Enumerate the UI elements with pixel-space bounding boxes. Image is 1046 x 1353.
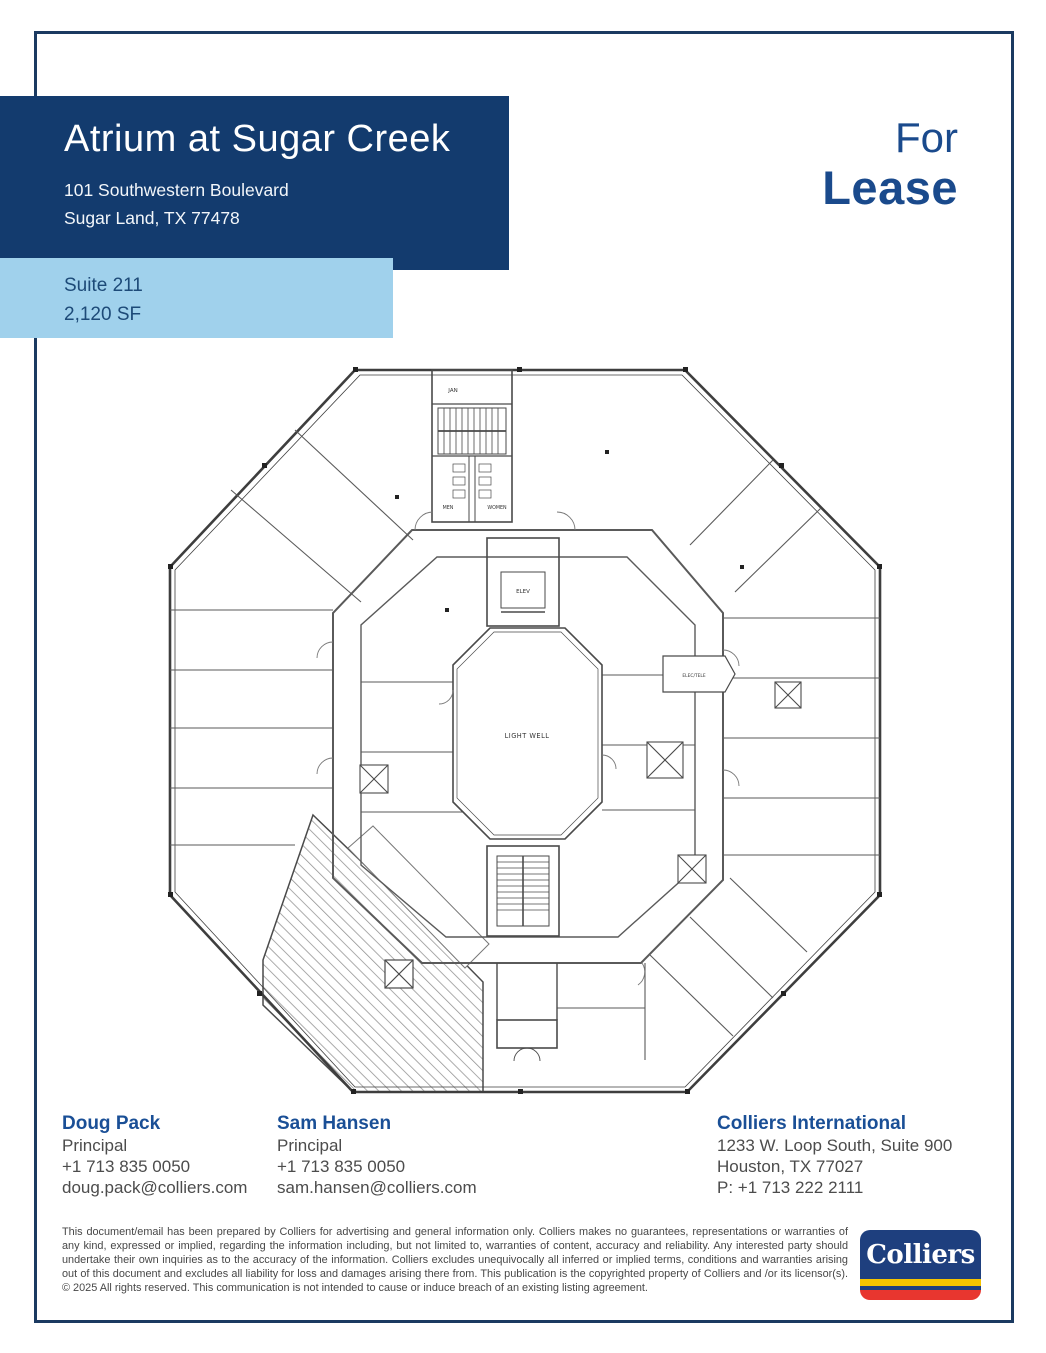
entry-vestibule [496, 963, 558, 1062]
shaft-boxes [359, 681, 802, 884]
colliers-wordmark: Colliers [866, 1239, 975, 1270]
logo-blue-bar [860, 1286, 981, 1290]
logo-yellow-bar [860, 1279, 981, 1286]
label-elec-tele: ELEC/TELE [682, 673, 705, 679]
for-lease-badge: For Lease [822, 114, 958, 214]
elevator-shaft [486, 537, 560, 627]
for-lease-line2: Lease [822, 161, 958, 215]
light-well [452, 627, 603, 840]
contact-phone: +1 713 835 0050 [277, 1157, 406, 1176]
suite-shaft [384, 959, 414, 989]
suite-number: Suite 211 [64, 275, 143, 296]
colliers-logo-box: Colliers [860, 1230, 981, 1279]
contact-sam-hansen: Sam Hansen Principal +1 713 835 0050 sam… [277, 1113, 477, 1198]
contact-title: Principal [277, 1136, 343, 1155]
for-lease-line1: For [895, 114, 958, 161]
contact-title: Principal [62, 1136, 128, 1155]
door-arcs [316, 511, 740, 986]
colliers-logo: Colliers [860, 1230, 981, 1300]
contact-doug-pack: Doug Pack Principal +1 713 835 0050 doug… [62, 1113, 247, 1198]
column-markers [168, 367, 882, 1094]
suite-area: 2,120 SF [64, 304, 142, 326]
property-title: Atrium at Sugar Creek [64, 118, 451, 160]
floor-plan-drawing: JAN MEN WOMEN ELEV LIGHT WELL [168, 367, 882, 1094]
page-border [34, 31, 1014, 1323]
office-name: Colliers International [717, 1113, 906, 1134]
logo-red-bar [860, 1290, 981, 1300]
office-address-2: Houston, TX 77027 [717, 1157, 864, 1176]
label-elev: ELEV [516, 589, 530, 595]
elec-tele-room [662, 655, 736, 693]
floor-plan: JAN MEN WOMEN ELEV LIGHT WELL [145, 360, 905, 1100]
suite-corridor [347, 825, 490, 969]
label-men: MEN [443, 505, 454, 511]
light-well-inner [456, 631, 599, 836]
address-line-2: Sugar Land, TX 77478 [64, 208, 240, 229]
label-women: WOMEN [487, 505, 507, 511]
corridor-ring [332, 529, 724, 964]
contact-name: Doug Pack [62, 1113, 161, 1134]
office-phone: P: +1 713 222 2111 [717, 1178, 864, 1197]
legal-disclaimer: This document/email has been prepared by… [62, 1226, 848, 1294]
stair-shaft-bottom [486, 845, 560, 937]
service-core-top [431, 369, 513, 523]
office-info: Colliers International 1233 W. Loop Sout… [717, 1113, 952, 1198]
contact-phone: +1 713 835 0050 [62, 1157, 191, 1176]
label-light-well: LIGHT WELL [505, 732, 550, 740]
label-jan: JAN [447, 388, 457, 394]
property-address: 101 Southwestern Boulevard Sugar Land, T… [0, 162, 509, 233]
contact-email: doug.pack@colliers.com [62, 1178, 248, 1197]
office-address-1: 1233 W. Loop South, Suite 900 [717, 1136, 953, 1155]
contact-name: Sam Hansen [277, 1113, 392, 1134]
contact-email: sam.hansen@colliers.com [277, 1178, 477, 1197]
header-band: Atrium at Sugar Creek 101 Southwestern B… [0, 96, 509, 270]
suite-band: Suite 211 2,120 SF [0, 258, 393, 338]
suite-info: Suite 211 2,120 SF [0, 258, 393, 330]
address-line-1: 101 Southwestern Boulevard [64, 179, 289, 200]
